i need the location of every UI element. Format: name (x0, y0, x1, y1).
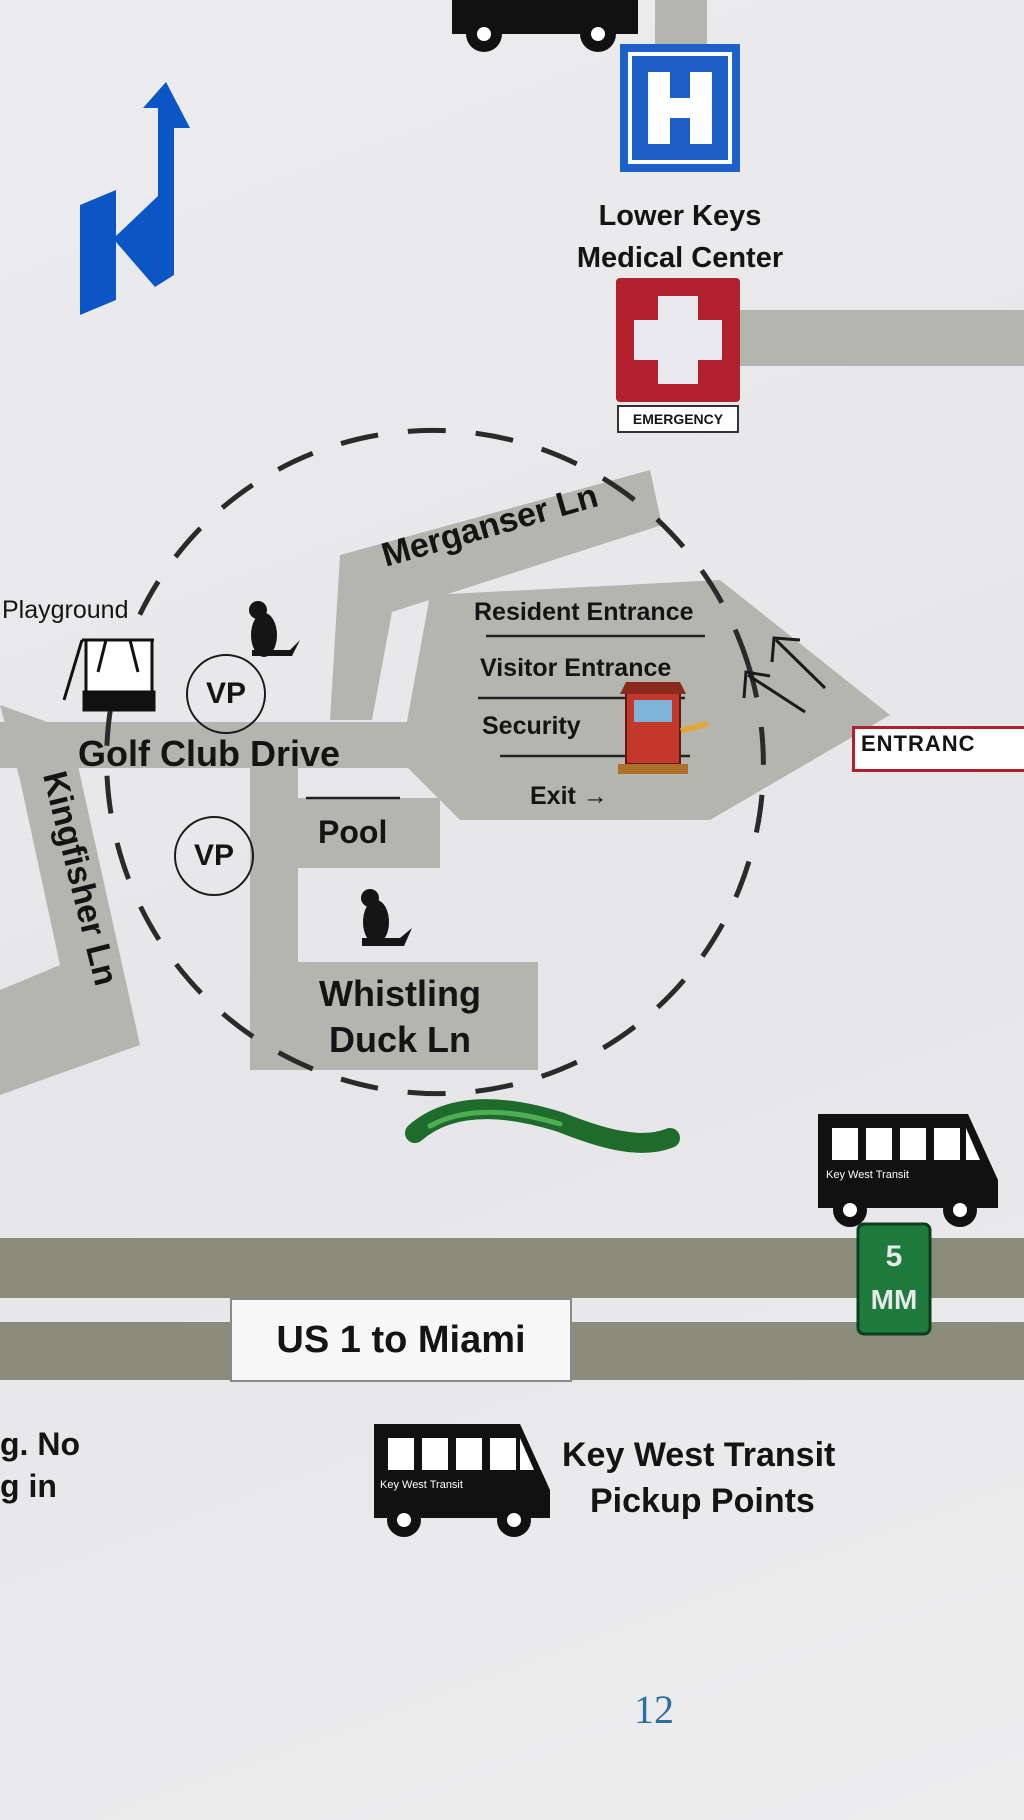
red-cross-emergency-icon (616, 278, 740, 433)
bus-legend-text: Key West Transit (380, 1479, 463, 1491)
visitor-entrance-label: Visitor Entrance (480, 654, 672, 682)
pool-block (295, 798, 440, 868)
bus-icon-legend (374, 1424, 550, 1537)
visitor-parking-south: VP (174, 816, 254, 896)
north-arrow-icon (80, 82, 190, 315)
whistling-duck-block (270, 962, 538, 1070)
cut-off-text-line2: g in (0, 1468, 57, 1504)
entrance-sign: ENTRANC (852, 726, 1024, 772)
visitor-parking-north: VP (186, 654, 266, 734)
entry-arrows (742, 636, 827, 714)
emergency-label: EMERGENCY (632, 411, 724, 427)
golf-club-drive-label: Golf Club Drive (78, 733, 341, 774)
community-boundary-dashed (104, 427, 766, 1097)
legend-line2: Pickup Points (590, 1482, 815, 1520)
mile-marker-number: 5 (885, 1240, 903, 1273)
security-label: Security (482, 712, 581, 740)
kingfisher-ln-road (0, 705, 140, 1095)
merganser-ln-road (330, 470, 662, 720)
swing-set-icon (62, 638, 156, 712)
cut-off-text-line1: g. No (0, 1426, 80, 1462)
mile-marker-sign (856, 1222, 932, 1336)
bus-map-text: Key West Transit (826, 1169, 909, 1181)
hospital-h-sign-icon (620, 44, 740, 172)
legend-line1: Key West Transit (562, 1436, 836, 1474)
whistling-duck-label-line2: Duck Ln (328, 1019, 471, 1060)
dog-park-icon-south (361, 889, 412, 946)
mile-marker-mm: MM (870, 1284, 918, 1315)
whistling-duck-label-line1: Whistling (319, 973, 481, 1014)
dog-park-icon-north (249, 601, 300, 657)
page-number: 12 (634, 1687, 674, 1732)
bus-icon-map (818, 1114, 998, 1227)
playground-label: Playground (2, 596, 129, 624)
exit-label: Exit → (530, 782, 608, 810)
entrance-sign-text: ENTRANC (861, 731, 976, 756)
road-to-hospital (655, 0, 707, 48)
resident-entrance-label: Resident Entrance (474, 598, 694, 626)
bus-icon-top-partial (452, 0, 638, 52)
hospital-name-line2: Medical Center (576, 242, 784, 274)
pool-label: Pool (318, 814, 388, 850)
road-hospital-east (740, 310, 1024, 366)
us1-highway-north-lane (0, 1238, 1024, 1298)
hospital-name-line1: Lower Keys (598, 200, 762, 232)
us1-to-miami-sign: US 1 to Miami (230, 1298, 572, 1382)
security-guard-booth-icon (618, 682, 709, 774)
